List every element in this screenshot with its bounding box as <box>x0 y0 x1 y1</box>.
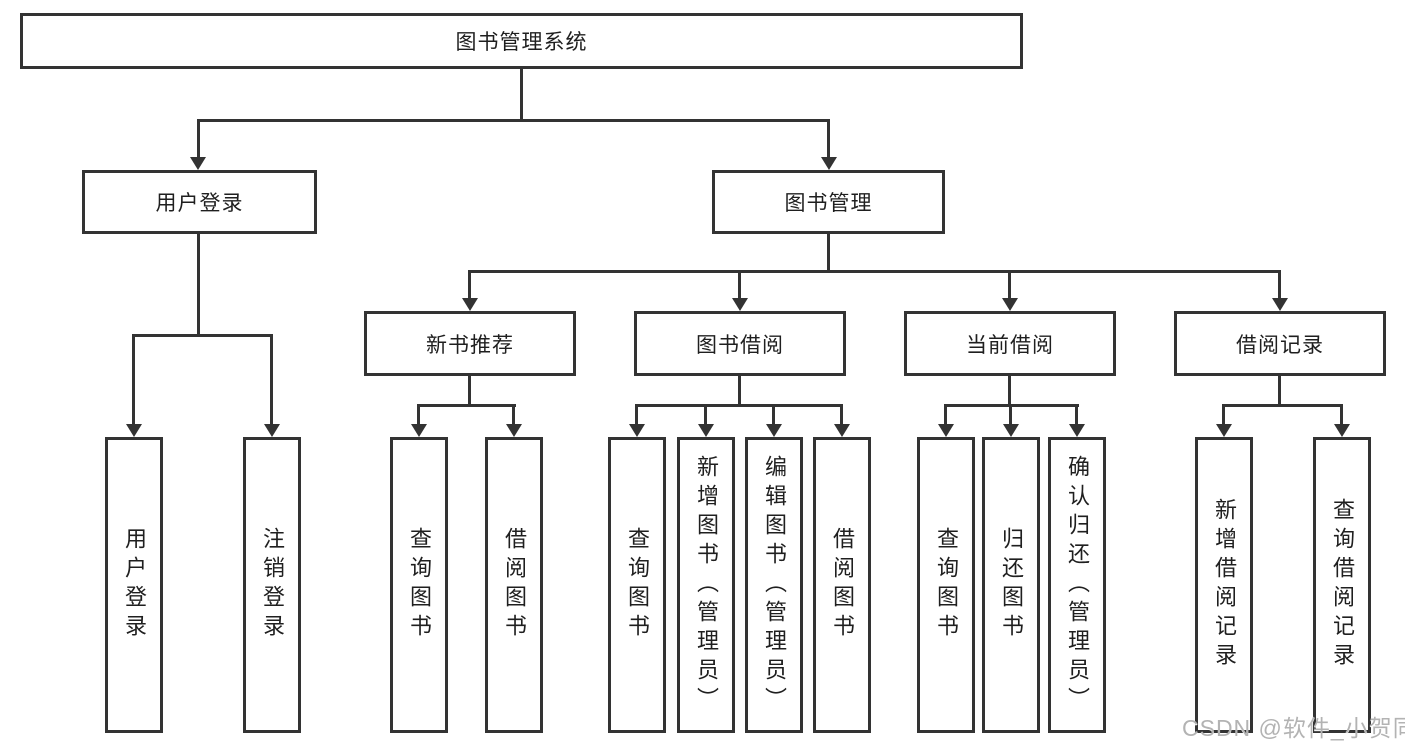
leaf-recommend-query-book: 查询图书 <box>390 437 448 733</box>
arrow-down-icon <box>834 424 850 437</box>
connector-leaf-drop <box>1075 404 1078 425</box>
connector-leaf-drop <box>132 334 135 424</box>
leaf-label: 编辑图书（管理员） <box>762 454 787 716</box>
leaf-confirm-return-admin: 确认归还（管理员） <box>1048 437 1106 733</box>
leaf-label: 查询图书 <box>934 527 959 643</box>
arrow-down-icon <box>821 157 837 170</box>
leaf-label: 查询借阅记录 <box>1330 498 1355 672</box>
arrow-down-icon <box>126 424 142 437</box>
connector-login-stem <box>197 233 200 335</box>
connector-level1-bar <box>197 119 830 122</box>
arrow-down-icon <box>1334 424 1350 437</box>
connector-group-stem <box>738 375 741 406</box>
node-new-book-recommend: 新书推荐 <box>364 311 576 376</box>
leaf-label: 借阅图书 <box>830 527 855 643</box>
connector-group-drop <box>1008 270 1011 299</box>
node-label: 当前借阅 <box>966 333 1054 357</box>
connector-leaf-drop <box>1009 404 1012 425</box>
node-label: 借阅记录 <box>1236 333 1324 357</box>
connector-group-stem <box>468 375 471 406</box>
arrow-down-icon <box>506 424 522 437</box>
arrow-down-icon <box>1216 424 1232 437</box>
arrow-down-icon <box>732 298 748 311</box>
arrow-down-icon <box>938 424 954 437</box>
connector-mgmt-stem <box>827 233 830 271</box>
connector-group-stem <box>1278 375 1281 406</box>
arrow-down-icon <box>1003 424 1019 437</box>
leaf-logout: 注销登录 <box>243 437 301 733</box>
arrow-down-icon <box>1002 298 1018 311</box>
connector-leaf-drop <box>512 404 515 425</box>
node-book-borrow: 图书借阅 <box>634 311 846 376</box>
leaf-return-book: 归还图书 <box>982 437 1040 733</box>
node-user-login: 用户登录 <box>82 170 317 234</box>
node-user-login-label: 用户登录 <box>155 192 244 215</box>
leaf-label: 新增图书（管理员） <box>694 454 719 716</box>
connector-leaf-drop <box>944 404 947 425</box>
node-borrow-record: 借阅记录 <box>1174 311 1386 376</box>
connector-mgmt-drop <box>827 119 830 158</box>
node-label: 图书借阅 <box>696 333 784 357</box>
leaf-recommend-borrow-book: 借阅图书 <box>485 437 543 733</box>
connector-leaf-drop <box>840 404 843 425</box>
leaf-label: 确认归还（管理员） <box>1065 454 1090 716</box>
arrow-down-icon <box>411 424 427 437</box>
arrow-down-icon <box>698 424 714 437</box>
node-root-label: 图书管理系统 <box>455 31 588 54</box>
leaf-current-query-book: 查询图书 <box>917 437 975 733</box>
node-current-borrow: 当前借阅 <box>904 311 1116 376</box>
connector-leafbar-record <box>1222 404 1343 407</box>
node-book-management-label: 图书管理 <box>784 192 873 215</box>
leaf-label: 借阅图书 <box>502 527 527 643</box>
arrow-down-icon <box>462 298 478 311</box>
connector-login-drop <box>197 119 200 158</box>
leaf-query-borrow-record: 查询借阅记录 <box>1313 437 1371 733</box>
connector-group-drop <box>468 270 471 299</box>
leaf-label: 用户登录 <box>122 527 147 643</box>
connector-leaf-drop <box>417 404 420 425</box>
arrow-down-icon <box>190 157 206 170</box>
leaf-edit-book-admin: 编辑图书（管理员） <box>745 437 803 733</box>
connector-level3-bar <box>468 270 1281 273</box>
connector-leaf-drop <box>1340 404 1343 425</box>
connector-leafbar-recommend <box>417 404 516 407</box>
connector-leaf-drop <box>772 404 775 425</box>
node-book-management: 图书管理 <box>712 170 945 234</box>
arrow-down-icon <box>766 424 782 437</box>
leaf-label: 查询图书 <box>625 527 650 643</box>
connector-leaf-drop <box>704 404 707 425</box>
connector-group-stem <box>1008 375 1011 406</box>
leaf-label: 查询图书 <box>407 527 432 643</box>
leaf-borrow-query-book: 查询图书 <box>608 437 666 733</box>
leaf-borrow-book: 借阅图书 <box>813 437 871 733</box>
connector-leaf-drop <box>635 404 638 425</box>
connector-login-bar <box>132 334 273 337</box>
connector-leaf-drop <box>270 334 273 424</box>
connector-group-drop <box>1278 270 1281 299</box>
connector-leaf-drop <box>1222 404 1225 425</box>
node-label: 新书推荐 <box>426 333 514 357</box>
leaf-user-login: 用户登录 <box>105 437 163 733</box>
arrow-down-icon <box>629 424 645 437</box>
connector-root-stem <box>520 68 523 120</box>
leaf-label: 新增借阅记录 <box>1212 498 1237 672</box>
leaf-add-borrow-record: 新增借阅记录 <box>1195 437 1253 733</box>
connector-group-drop <box>738 270 741 299</box>
node-root: 图书管理系统 <box>20 13 1023 69</box>
leaf-add-book-admin: 新增图书（管理员） <box>677 437 735 733</box>
leaf-label: 注销登录 <box>260 527 285 643</box>
arrow-down-icon <box>1272 298 1288 311</box>
leaf-label: 归还图书 <box>999 527 1024 643</box>
csdn-watermark: CSDN @软件_小贺同学 <box>1182 715 1405 741</box>
arrow-down-icon <box>264 424 280 437</box>
arrow-down-icon <box>1069 424 1085 437</box>
connector-leafbar-borrow <box>635 404 843 407</box>
